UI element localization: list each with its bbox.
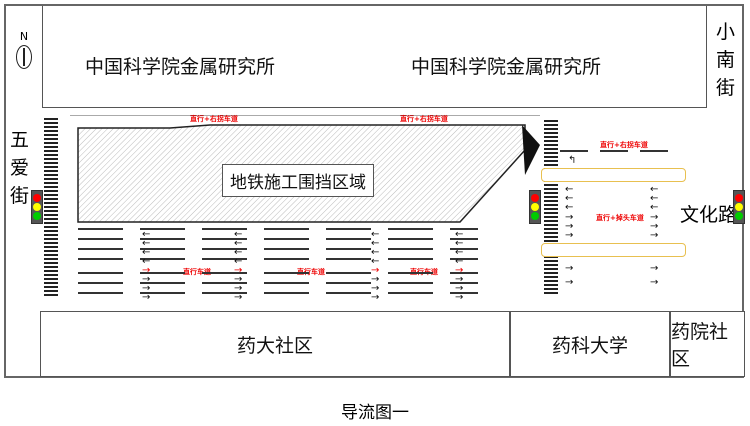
lane-label: 直行+右拐车道 bbox=[400, 115, 448, 123]
traffic-light-right bbox=[733, 190, 745, 224]
building-label: 药大社区 bbox=[236, 334, 313, 357]
traffic-island bbox=[541, 168, 686, 182]
arrow-icon: ←←←←→→→→ bbox=[142, 229, 151, 303]
arrow-icon: ←←←←→→→→ bbox=[455, 229, 464, 303]
arrow-icon: →→ bbox=[565, 263, 574, 288]
traffic-light-left bbox=[31, 190, 43, 224]
street-wenhua: 文化路 bbox=[680, 204, 738, 226]
building-yaoda-community: 药大社区 bbox=[40, 311, 510, 377]
compass-icon bbox=[16, 45, 32, 69]
lane-label: 直行+掉头车道 bbox=[596, 214, 644, 222]
street-wuai: 五爱街 bbox=[10, 129, 30, 207]
arrow-icon: ←←← bbox=[650, 184, 659, 213]
building-top-left-label: 中国科学院金属研究所 bbox=[85, 56, 276, 78]
crosswalk-left bbox=[44, 118, 58, 296]
arrow-icon: →→ bbox=[650, 263, 659, 288]
building-top-right-label: 中国科学院金属研究所 bbox=[411, 56, 602, 78]
street-xiaonan: 小南街 bbox=[716, 21, 736, 99]
north-arrow: N bbox=[14, 30, 34, 71]
caption: 导流图一 bbox=[341, 403, 409, 423]
building-pharma-university: 药科大学 bbox=[510, 311, 670, 377]
lane-label: 直行+右拐车道 bbox=[600, 141, 648, 149]
right-lanes: ↰ bbox=[560, 150, 670, 166]
building-label: 药科大学 bbox=[551, 334, 628, 357]
building-label: 药院社区 bbox=[671, 321, 729, 370]
lane-markings bbox=[78, 228, 478, 294]
arrow-icon: →→→ bbox=[650, 212, 659, 241]
lane-label: 直行+右拐车道 bbox=[190, 115, 238, 123]
arrow-icon: ←←← bbox=[565, 184, 574, 213]
arrow-icon: →→→ bbox=[565, 212, 574, 241]
arrow-icon: ←←←←→→→→ bbox=[234, 229, 243, 303]
building-top: 中国科学院金属研究所 中国科学院金属研究所 bbox=[42, 6, 707, 108]
traffic-island bbox=[541, 243, 686, 257]
construction-zone-label: 地铁施工围挡区域 bbox=[222, 164, 374, 197]
turn-arrow-icon: ↰ bbox=[568, 155, 577, 166]
traffic-light-mid bbox=[529, 190, 541, 224]
building-yaoyuan-community: 药院社区 bbox=[670, 311, 745, 377]
arrow-icon: ←←←←→→→→ bbox=[371, 229, 380, 303]
north-label: N bbox=[19, 30, 29, 43]
crosswalk-right bbox=[544, 120, 558, 296]
